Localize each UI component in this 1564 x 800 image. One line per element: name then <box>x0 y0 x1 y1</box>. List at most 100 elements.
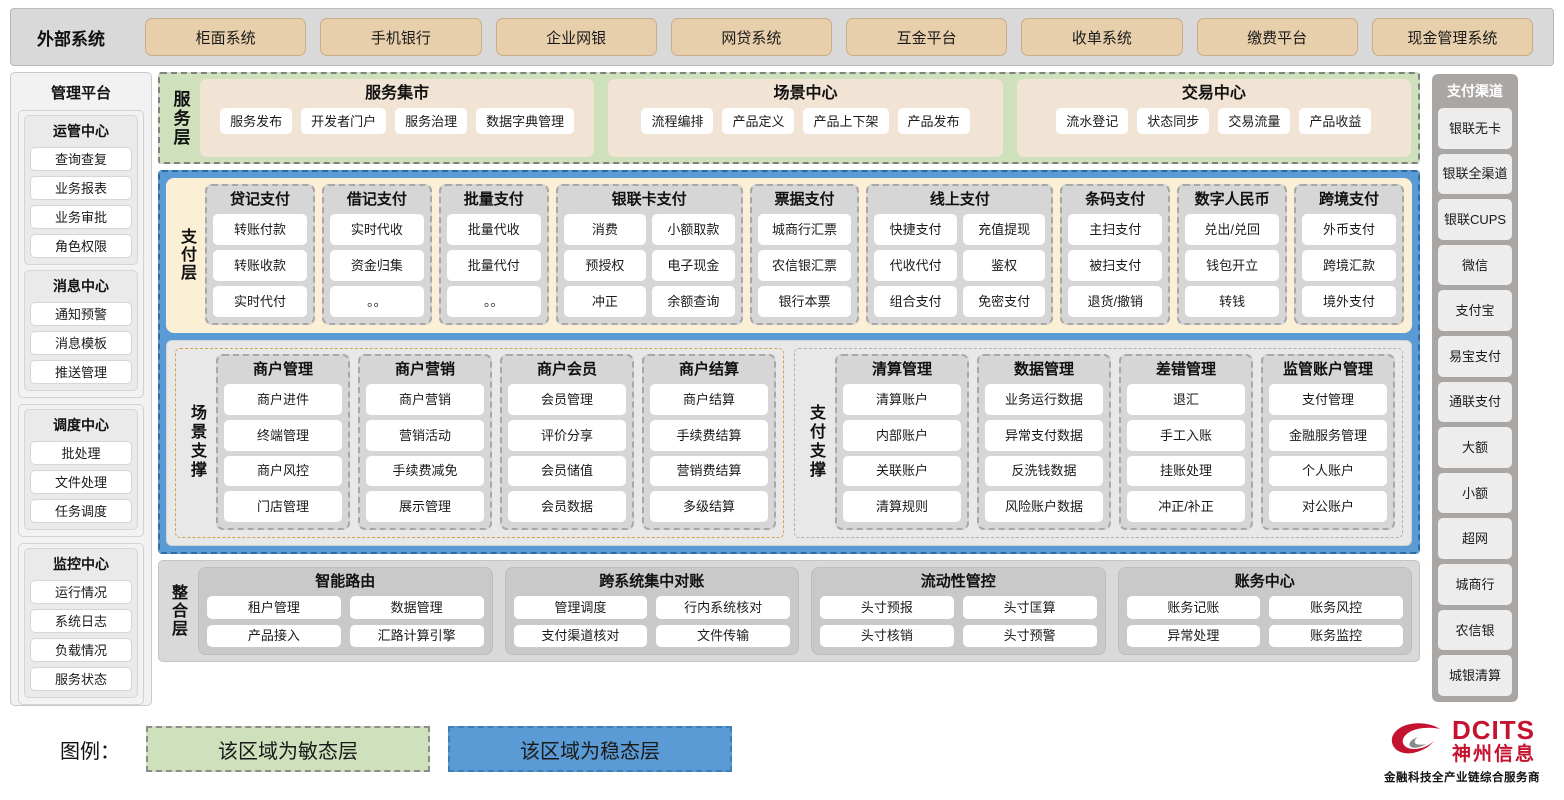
payment-channel-12[interactable]: 城银清算 <box>1438 655 1512 696</box>
integration-item-2-0-1[interactable]: 头寸匡算 <box>962 596 1097 619</box>
service-item-0-2[interactable]: 服务治理 <box>395 108 468 134</box>
payment-item-8-2[interactable]: 境外支付 <box>1302 286 1396 317</box>
integration-item-3-1-1[interactable]: 账务监控 <box>1269 624 1403 647</box>
service-item-2-2[interactable]: 交易流量 <box>1218 108 1291 134</box>
payment-item-3-0[interactable]: 消费 <box>563 214 647 245</box>
support-item-1-1-3[interactable]: 风险账户数据 <box>985 491 1103 522</box>
integration-item-1-0-0[interactable]: 管理调度 <box>513 596 648 619</box>
support-item-1-3-0[interactable]: 支付管理 <box>1269 384 1387 415</box>
payment-item-3-1[interactable]: 小额取款 <box>652 214 735 245</box>
service-item-1-1[interactable]: 产品定义 <box>722 108 795 134</box>
management-item-2-2[interactable]: 任务调度 <box>30 499 132 523</box>
payment-item-1-2[interactable]: 。。 <box>329 286 424 317</box>
payment-channel-4[interactable]: 支付宝 <box>1438 290 1512 332</box>
support-item-0-1-3[interactable]: 展示管理 <box>366 491 484 522</box>
external-system-chip-7[interactable]: 现金管理系统 <box>1371 18 1533 56</box>
management-item-1-0[interactable]: 通知预警 <box>30 302 132 326</box>
service-item-2-3[interactable]: 产品收益 <box>1299 108 1372 134</box>
payment-item-3-4[interactable]: 冲正 <box>563 286 647 317</box>
support-item-0-3-0[interactable]: 商户结算 <box>650 384 768 415</box>
payment-item-4-0[interactable]: 城商行汇票 <box>757 214 852 245</box>
payment-item-5-2[interactable]: 代收代付 <box>874 250 957 281</box>
support-item-0-0-3[interactable]: 门店管理 <box>224 491 342 522</box>
payment-channel-2[interactable]: 银联CUPS <box>1438 199 1512 240</box>
payment-item-2-2[interactable]: 。。 <box>446 286 541 317</box>
support-item-1-1-1[interactable]: 异常支付数据 <box>985 419 1103 451</box>
support-item-1-0-1[interactable]: 内部账户 <box>843 419 961 451</box>
payment-item-0-0[interactable]: 转账付款 <box>213 214 307 245</box>
integration-item-0-0-0[interactable]: 租户管理 <box>207 596 341 619</box>
payment-item-3-3[interactable]: 电子现金 <box>652 250 735 281</box>
management-item-3-1[interactable]: 系统日志 <box>30 609 132 633</box>
integration-item-0-1-0[interactable]: 产品接入 <box>207 624 341 647</box>
support-item-1-3-3[interactable]: 对公账户 <box>1269 491 1387 522</box>
payment-item-5-1[interactable]: 充值提现 <box>962 214 1046 245</box>
integration-item-1-0-1[interactable]: 行内系统核对 <box>656 596 790 619</box>
payment-item-6-2[interactable]: 退货/撤销 <box>1068 286 1163 317</box>
payment-item-8-1[interactable]: 跨境汇款 <box>1302 250 1396 281</box>
integration-item-2-1-1[interactable]: 头寸预警 <box>962 624 1097 647</box>
support-item-1-3-1[interactable]: 金融服务管理 <box>1269 419 1387 451</box>
payment-item-1-0[interactable]: 实时代收 <box>329 214 424 245</box>
payment-item-5-4[interactable]: 组合支付 <box>874 286 957 317</box>
support-item-1-1-0[interactable]: 业务运行数据 <box>985 384 1103 415</box>
payment-item-2-1[interactable]: 批量代付 <box>446 250 541 281</box>
management-item-3-2[interactable]: 负载情况 <box>30 638 132 662</box>
integration-item-3-0-1[interactable]: 账务风控 <box>1269 596 1403 619</box>
integration-item-1-1-1[interactable]: 文件传输 <box>656 624 790 647</box>
support-item-0-0-0[interactable]: 商户进件 <box>224 384 342 415</box>
payment-channel-10[interactable]: 城商行 <box>1438 564 1512 605</box>
management-item-2-1[interactable]: 文件处理 <box>30 470 132 494</box>
payment-channel-1[interactable]: 银联全渠道 <box>1438 153 1512 195</box>
payment-item-3-2[interactable]: 预授权 <box>563 250 647 281</box>
support-item-0-3-2[interactable]: 营销费结算 <box>650 455 768 487</box>
payment-item-5-5[interactable]: 免密支付 <box>962 286 1046 317</box>
external-system-chip-1[interactable]: 手机银行 <box>320 18 482 56</box>
support-item-0-1-1[interactable]: 营销活动 <box>366 419 484 451</box>
external-system-chip-5[interactable]: 收单系统 <box>1021 18 1183 56</box>
support-item-1-2-2[interactable]: 挂账处理 <box>1127 455 1245 487</box>
payment-item-7-2[interactable]: 转钱 <box>1185 286 1280 317</box>
payment-item-5-3[interactable]: 鉴权 <box>962 250 1046 281</box>
support-item-0-3-3[interactable]: 多级结算 <box>650 491 768 522</box>
support-item-0-2-2[interactable]: 会员储值 <box>508 455 626 487</box>
service-item-1-0[interactable]: 流程编排 <box>641 108 714 134</box>
external-system-chip-2[interactable]: 企业网银 <box>495 18 657 56</box>
management-item-0-3[interactable]: 角色权限 <box>30 234 132 258</box>
payment-item-3-5[interactable]: 余额查询 <box>652 286 735 317</box>
management-item-1-2[interactable]: 推送管理 <box>30 360 132 384</box>
management-item-1-1[interactable]: 消息模板 <box>30 331 132 355</box>
support-item-0-2-0[interactable]: 会员管理 <box>508 384 626 415</box>
support-item-0-0-2[interactable]: 商户风控 <box>224 455 342 487</box>
support-item-1-3-2[interactable]: 个人账户 <box>1269 455 1387 487</box>
external-system-chip-0[interactable]: 柜面系统 <box>145 18 307 56</box>
payment-item-4-1[interactable]: 农信银汇票 <box>757 250 852 281</box>
integration-item-2-1-0[interactable]: 头寸核销 <box>820 624 954 647</box>
management-item-0-0[interactable]: 查询查复 <box>30 147 132 171</box>
external-system-chip-3[interactable]: 网贷系统 <box>670 18 832 56</box>
payment-item-5-0[interactable]: 快捷支付 <box>874 214 957 245</box>
support-item-0-1-2[interactable]: 手续费减免 <box>366 455 484 487</box>
payment-channel-5[interactable]: 易宝支付 <box>1438 336 1512 377</box>
support-item-0-3-1[interactable]: 手续费结算 <box>650 419 768 451</box>
integration-item-0-0-1[interactable]: 数据管理 <box>349 596 484 619</box>
support-item-0-2-3[interactable]: 会员数据 <box>508 491 626 522</box>
external-system-chip-4[interactable]: 互金平台 <box>846 18 1008 56</box>
service-item-0-1[interactable]: 开发者门户 <box>301 108 387 134</box>
support-item-1-0-3[interactable]: 清算规则 <box>843 491 961 522</box>
payment-item-0-1[interactable]: 转账收款 <box>213 250 307 281</box>
integration-item-3-1-0[interactable]: 异常处理 <box>1126 624 1261 647</box>
payment-channel-6[interactable]: 通联支付 <box>1438 381 1512 423</box>
support-item-0-1-0[interactable]: 商户营销 <box>366 384 484 415</box>
payment-channel-11[interactable]: 农信银 <box>1438 609 1512 651</box>
payment-channel-7[interactable]: 大额 <box>1438 427 1512 468</box>
payment-item-7-1[interactable]: 钱包开立 <box>1185 250 1280 281</box>
payment-channel-0[interactable]: 银联无卡 <box>1438 108 1512 149</box>
management-item-3-3[interactable]: 服务状态 <box>30 667 132 691</box>
service-item-0-3[interactable]: 数据字典管理 <box>476 108 575 134</box>
service-item-0-0[interactable]: 服务发布 <box>220 108 293 134</box>
service-item-1-3[interactable]: 产品发布 <box>897 108 970 134</box>
support-item-1-2-3[interactable]: 冲正/补正 <box>1127 491 1245 522</box>
integration-item-0-1-1[interactable]: 汇路计算引擎 <box>349 624 484 647</box>
support-item-1-2-0[interactable]: 退汇 <box>1127 384 1245 415</box>
